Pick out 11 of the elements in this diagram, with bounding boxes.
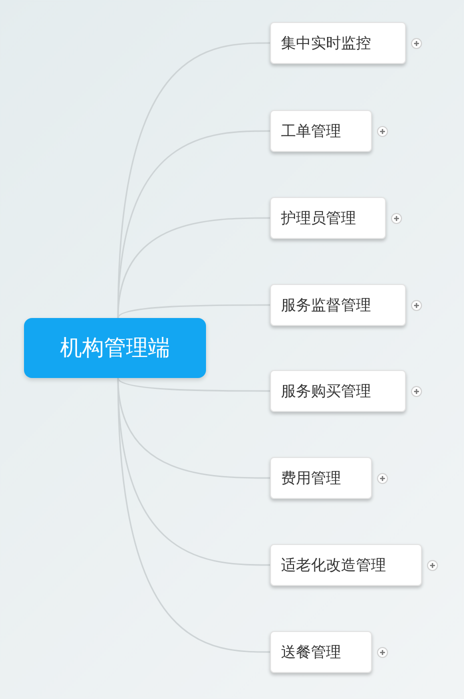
central-topic: 机构管理端 [24,318,206,378]
subtopic-box: 费用管理 [270,457,372,499]
subtopic-box: 服务购买管理 [270,370,406,412]
connector-line [117,304,270,318]
subtopic-box: 适老化改造管理 [270,544,422,586]
connector-line [117,378,270,392]
subtopic-box: 集中实时监控 [270,22,406,64]
subtopic-box: 送餐管理 [270,631,372,673]
subtopic-box: 工单管理 [270,110,372,152]
subtopic-box: 护理员管理 [270,197,386,239]
subtopic-box: 服务监督管理 [270,284,406,326]
